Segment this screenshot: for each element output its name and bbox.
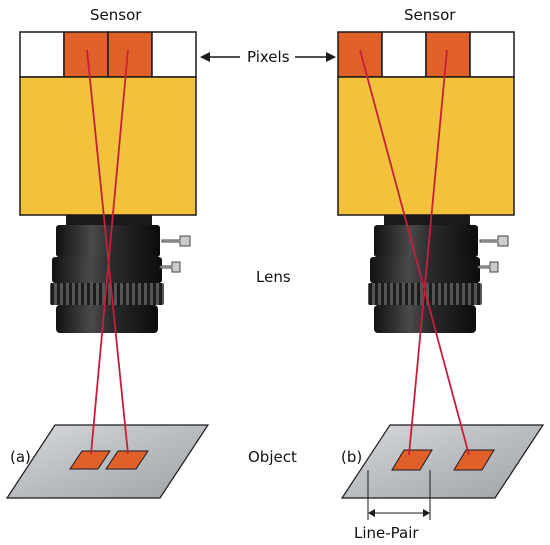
camera-a: Sensor (a) [5, 6, 210, 499]
pixel-b-1 [337, 31, 383, 78]
lens-a [50, 215, 191, 333]
pixel-b-4 [469, 31, 515, 78]
pixel-row-a [19, 31, 197, 78]
object-patch-b-2 [453, 449, 495, 471]
arrow-right-icon [326, 52, 336, 62]
camera-body-b [337, 76, 515, 216]
lens-label: Lens [256, 268, 291, 286]
arrow-left-icon [200, 52, 210, 62]
line-pair-indicator [367, 470, 431, 520]
ray-b-1 [359, 49, 470, 456]
ray-b-2 [408, 49, 448, 456]
ray-a-1 [86, 49, 129, 455]
camera-b: Sensor Line-P [337, 6, 545, 542]
pixel-b-3 [425, 31, 471, 78]
pixel-a-2 [63, 31, 109, 78]
object-patch-b-1 [391, 449, 433, 471]
object-patch-a-1 [69, 450, 111, 470]
object-patch-a-2 [105, 450, 149, 470]
pixel-row-b [337, 31, 515, 78]
camera-body-a [19, 76, 197, 216]
pixels-label: Pixels [247, 48, 290, 66]
ray-a-2 [90, 49, 129, 455]
sensor-label-a: Sensor [90, 6, 142, 24]
lens-b [368, 215, 509, 333]
object-label: Object [248, 448, 297, 466]
line-pair-label: Line-Pair [354, 524, 419, 542]
pixel-a-3 [107, 31, 153, 78]
pixel-a-4 [151, 31, 197, 78]
panel-label-b: (b) [341, 448, 362, 466]
pixels-callout: Pixels [200, 48, 336, 66]
panel-label-a: (a) [10, 448, 31, 466]
pixel-b-2 [381, 31, 427, 78]
object-plate-a [5, 424, 210, 499]
sensor-label-b: Sensor [404, 6, 456, 24]
pixel-a-1 [19, 31, 65, 78]
object-plate-b [340, 424, 545, 499]
